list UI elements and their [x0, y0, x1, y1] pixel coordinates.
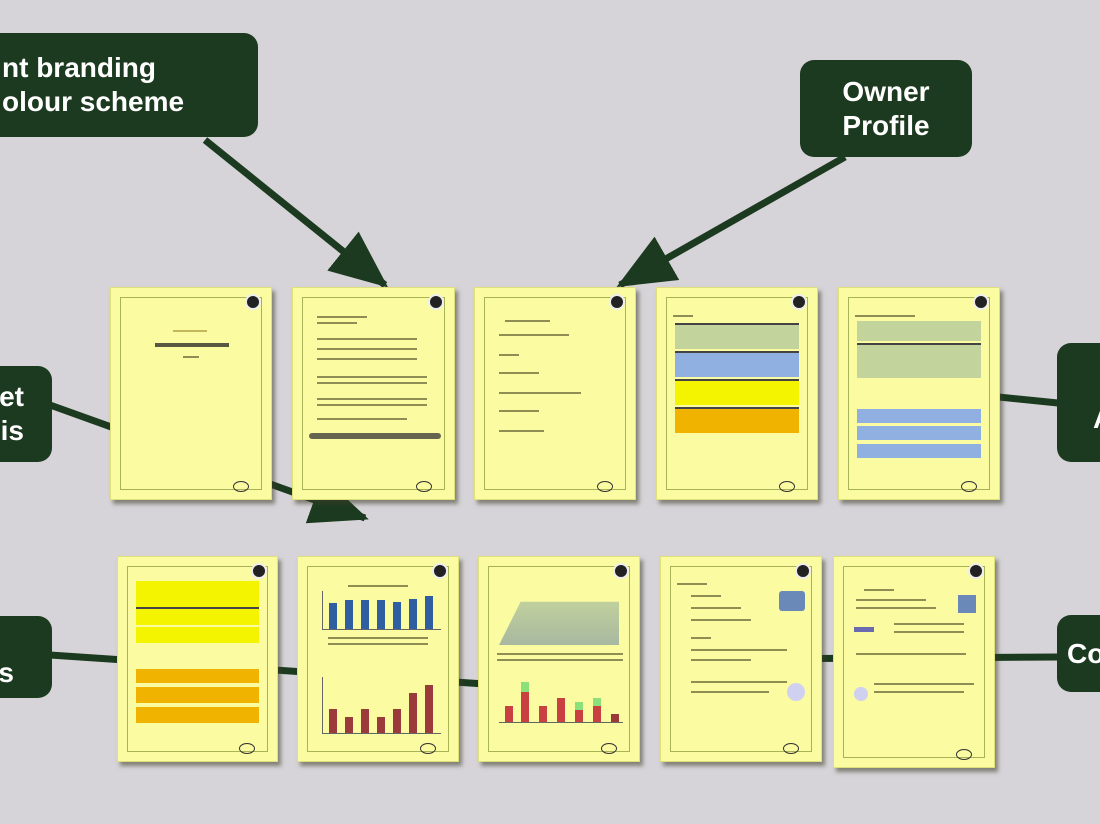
callout-right-co: Co: [1057, 615, 1100, 692]
callout-right-a: A: [1057, 343, 1100, 462]
callout-owner-profile: Owner Profile: [800, 60, 972, 157]
logo-icon: [968, 563, 984, 579]
mini-area-chart: [499, 601, 619, 645]
logo-icon: [795, 563, 811, 579]
callout-market-analysis-line1: et: [0, 381, 24, 412]
footer-logo-icon: [961, 481, 977, 492]
footer-logo-icon: [420, 743, 436, 754]
page-thumb-area-chart[interactable]: [478, 556, 640, 762]
callout-owner-profile-line2: Profile: [842, 109, 930, 141]
callout-market-analysis-line2: is: [0, 415, 24, 446]
callout-branding-line2: olour scheme: [2, 86, 185, 117]
image-icon: [958, 595, 976, 613]
arrow-branding: [202, 137, 389, 288]
logo-icon: [609, 294, 625, 310]
page-thumb-cover[interactable]: [110, 287, 272, 500]
image-icon: [854, 627, 874, 632]
callout-owner-profile-line1: Owner: [842, 75, 930, 107]
mini-stacked-bar-chart: [499, 672, 623, 723]
callout-right-a-line1: A: [1093, 402, 1100, 436]
footer-logo-icon: [956, 749, 972, 760]
callout-branding: nt branding olour scheme: [0, 33, 258, 137]
page-thumb-summary-blocks[interactable]: [656, 287, 818, 500]
callout-right-co-line1: Co: [1067, 637, 1100, 669]
logo-icon: [432, 563, 448, 579]
footer-logo-icon: [239, 743, 255, 754]
page-thumb-contact-2[interactable]: [833, 556, 995, 768]
page-thumb-highlights[interactable]: [117, 556, 278, 762]
mini-red-bar-chart: [322, 677, 441, 734]
mini-blue-bar-chart: [322, 591, 441, 630]
image-icon: [787, 683, 805, 701]
page-thumb-contents[interactable]: [292, 287, 455, 500]
page-thumb-analysis[interactable]: [838, 287, 1000, 500]
logo-icon: [791, 294, 807, 310]
logo-icon: [613, 563, 629, 579]
logo-icon: [973, 294, 989, 310]
callout-financials-line1: s: [0, 657, 14, 688]
arrow-owner-profile: [616, 153, 847, 289]
footer-logo-icon: [597, 481, 613, 492]
page-thumb-contact[interactable]: [660, 556, 822, 762]
footer-logo-icon: [233, 481, 249, 492]
page-thumb-bar-charts[interactable]: [297, 556, 459, 762]
callout-financials: s: [0, 616, 52, 698]
logo-icon: [251, 563, 267, 579]
footer-logo-icon: [601, 743, 617, 754]
image-icon: [779, 591, 805, 611]
callout-market-analysis: et is: [0, 366, 52, 462]
page-thumb-owner-profile[interactable]: [474, 287, 636, 500]
logo-icon: [428, 294, 444, 310]
logo-icon: [245, 294, 261, 310]
footer-logo-icon: [783, 743, 799, 754]
image-icon: [854, 687, 868, 701]
footer-logo-icon: [416, 481, 432, 492]
callout-branding-line1: nt branding: [2, 52, 156, 83]
footer-logo-icon: [779, 481, 795, 492]
